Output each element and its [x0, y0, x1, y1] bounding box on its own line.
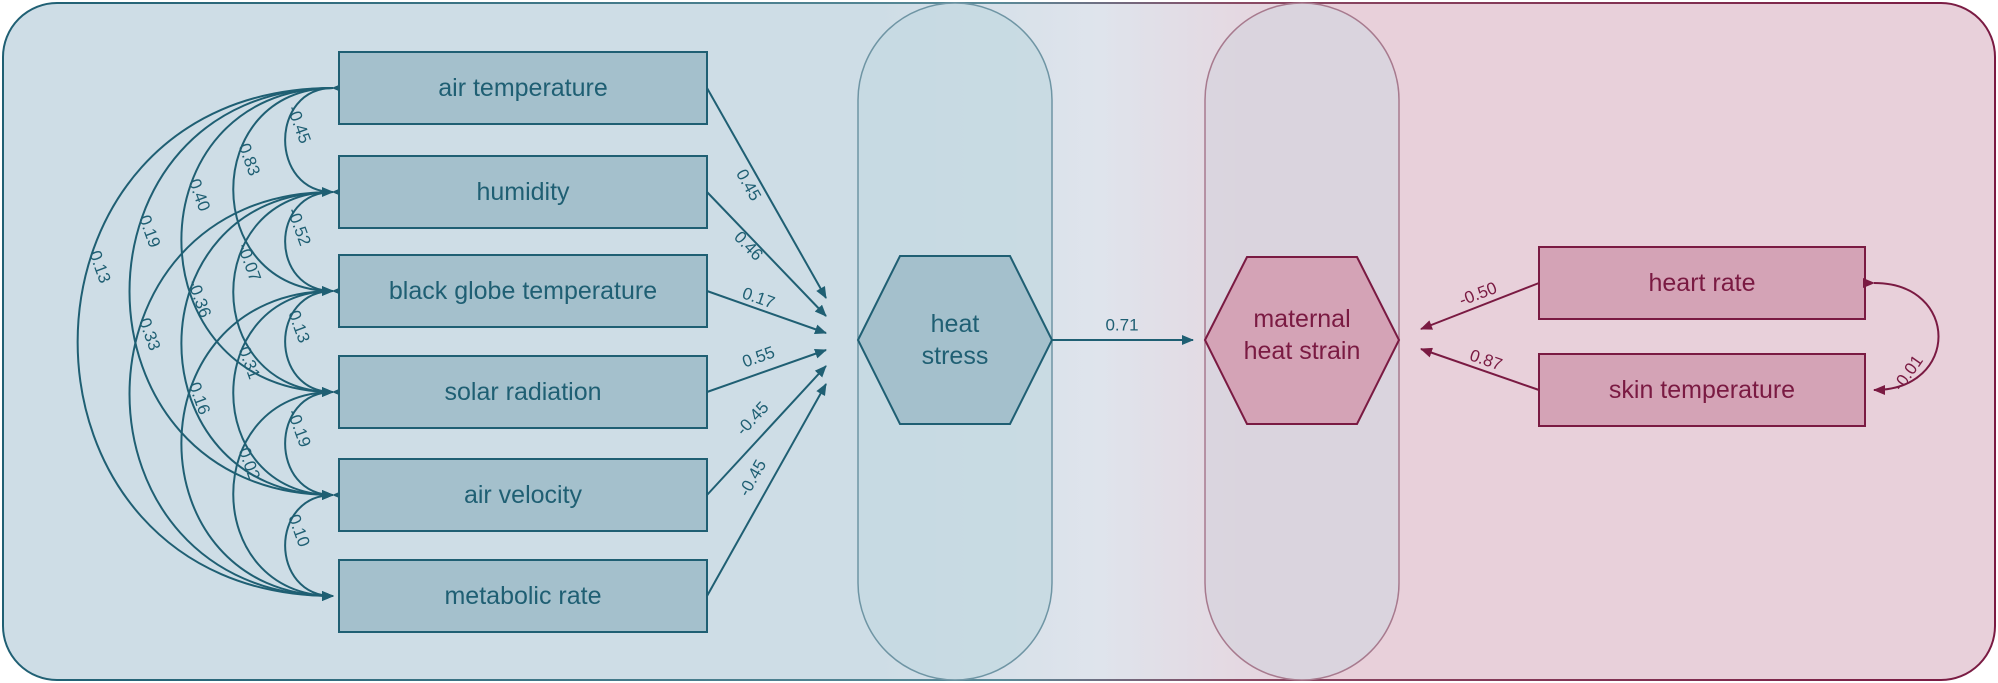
maternal-heat-strain-label-line1: maternal [1253, 305, 1350, 333]
covariance-arc-3-5 [232, 386, 345, 601]
metabolic-rate-label: metabolic rate [444, 582, 601, 610]
path-arrow-humidity [706, 191, 827, 317]
covariance-arc-2-5 [180, 285, 345, 601]
covariance-arc-3-4 [284, 386, 345, 500]
maternal-heat-strain-label-line2: heat strain [1244, 337, 1361, 365]
path-arrow-solar-radiation [706, 348, 827, 393]
covariance-arc-2-4 [232, 285, 345, 500]
covariance-arc-0-1 [284, 82, 345, 197]
solar-radiation-box [338, 355, 708, 429]
heart-rate-loading-arrow [1420, 282, 1540, 330]
indicator-covariance-arc [1862, 277, 1940, 395]
air-velocity-label: air velocity [464, 481, 583, 509]
structural-path-coefficient: 0.71 [1105, 316, 1138, 335]
covariance-arc-1-5 [128, 186, 345, 601]
maternal-heat-strain-node: maternal heat strain [1203, 256, 1401, 425]
path-arrow-air-velocity [706, 365, 827, 496]
skin-temperature-loading-arrow [1420, 347, 1540, 391]
covariance-arc-0-2 [232, 82, 345, 296]
covariance-arc-0-3 [180, 82, 345, 397]
covariance-arc-1-3 [232, 186, 345, 397]
black-globe-temperature-box [338, 254, 708, 328]
structural-path: 0.71 [1052, 316, 1194, 345]
heart-rate-box [1538, 246, 1866, 320]
skin-temperature-label: skin temperature [1609, 376, 1795, 404]
covariance-arc-0-4 [128, 82, 345, 500]
metabolic-rate-box [338, 559, 708, 633]
covariance-arc-1-2 [284, 186, 345, 296]
skin-temperature-box [1538, 353, 1866, 427]
air-velocity-box [338, 458, 708, 532]
solar-radiation-label: solar radiation [444, 378, 601, 406]
black-globe-temperature-label: black globe temperature [389, 277, 657, 305]
air-temperature-label: air temperature [438, 74, 608, 102]
heat-stress-hexagon [856, 255, 1054, 425]
heat-stress-label-line1: heat [931, 310, 980, 338]
humidity-label: humidity [476, 178, 570, 206]
humidity-box [338, 155, 708, 229]
indicators: heart rate skin temperature -0.50 0.87 -… [1420, 246, 1940, 427]
heart-rate-label: heart rate [1648, 269, 1755, 297]
maternal-heat-strain-hexagon [1203, 256, 1401, 425]
path-arrow-metabolic-rate [706, 383, 827, 597]
covariance-arc-2-3 [284, 285, 345, 397]
path-arrow-black-globe-temperature [706, 290, 827, 335]
covariance-arc-4-5 [284, 489, 345, 601]
heat-stress-label-line2: stress [922, 342, 989, 370]
exogenous-variables: air temperature humidity black globe tempe… [338, 51, 708, 633]
path-arrow-air-temperature [706, 87, 827, 299]
covariance-arc-1-4 [180, 186, 345, 500]
covariance-arc-0-5 [76, 82, 345, 601]
heat-stress-node: heat stress [856, 255, 1054, 425]
